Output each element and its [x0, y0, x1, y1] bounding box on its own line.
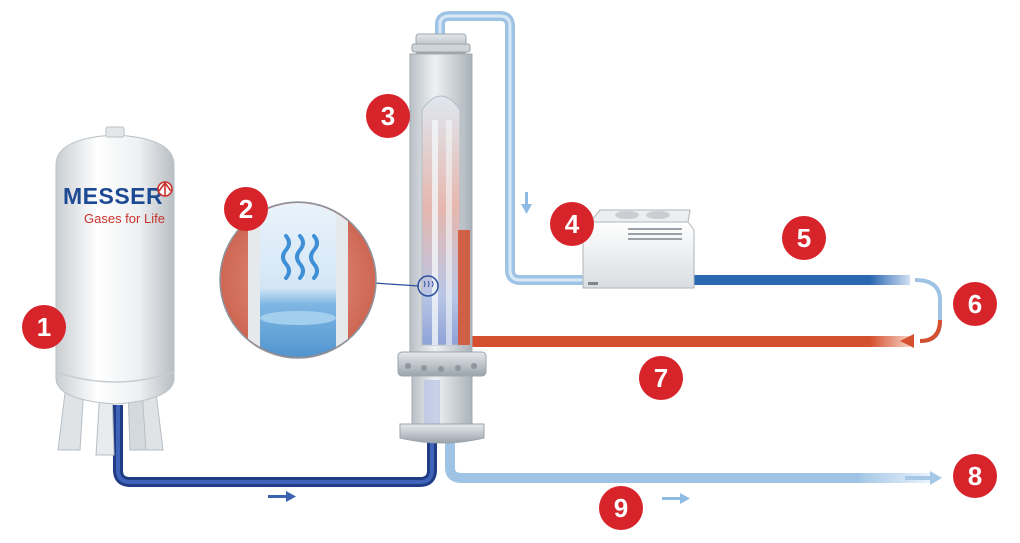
vaporizer-column — [397, 33, 487, 444]
svg-text:8: 8 — [968, 461, 982, 491]
exhaust-pipe — [445, 440, 880, 483]
supply-pipe — [690, 275, 880, 285]
vapor-waves-icon — [281, 234, 319, 280]
svg-text:4: 4 — [565, 209, 580, 239]
svg-text:9: 9 — [614, 493, 628, 523]
marker-1: 1 — [22, 305, 66, 349]
marker-8: 8 — [953, 454, 997, 498]
marker-6: 6 — [953, 282, 997, 326]
storage-tank: MESSER Gases for Life — [55, 126, 175, 456]
return-pipe — [466, 336, 880, 347]
flow-arrow-out — [905, 471, 942, 485]
flow-arrow-exhaust — [662, 493, 690, 504]
svg-text:6: 6 — [968, 289, 982, 319]
svg-text:2: 2 — [239, 194, 253, 224]
logo-brand: MESSER — [63, 183, 163, 209]
cold-feed-pipe — [113, 405, 437, 487]
svg-text:5: 5 — [797, 223, 811, 253]
marker-2: 2 — [224, 187, 268, 231]
svg-text:3: 3 — [381, 101, 395, 131]
marker-4: 4 — [550, 202, 594, 246]
flow-arrow-feed — [268, 491, 296, 502]
marker-7: 7 — [639, 356, 683, 400]
detail-magnifier — [219, 201, 377, 359]
svg-text:7: 7 — [654, 363, 668, 393]
return-arrow — [900, 334, 914, 348]
chiller-unit — [582, 209, 695, 289]
logo-tagline: Gases for Life — [84, 211, 165, 226]
marker-9: 9 — [599, 486, 643, 530]
marker-3: 3 — [366, 94, 410, 138]
svg-text:1: 1 — [37, 312, 51, 342]
flow-arrow-down — [521, 192, 532, 214]
messer-logo: MESSER Gases for Life — [63, 181, 173, 226]
detail-leader-line — [373, 282, 420, 287]
marker-5: 5 — [782, 216, 826, 260]
